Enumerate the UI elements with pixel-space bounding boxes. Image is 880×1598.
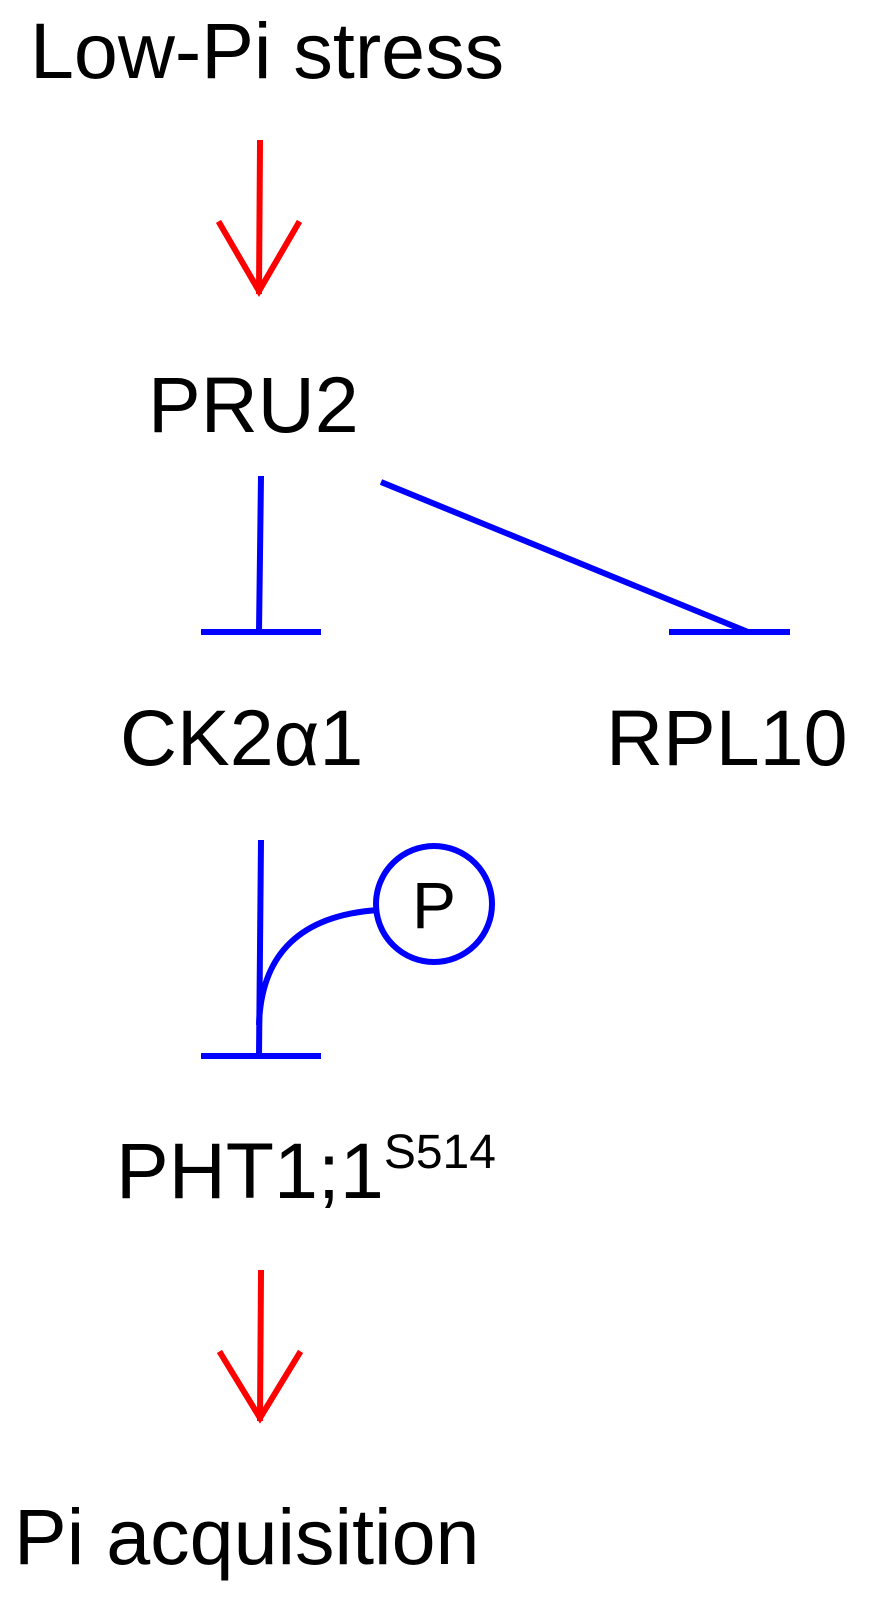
arrow-head-icon — [216, 1349, 304, 1424]
edge-activation-stress-to-pru2 — [215, 139, 303, 297]
arrow-shaft — [256, 1269, 265, 1422]
phosphate-circle-icon — [373, 843, 495, 965]
edge-activation-pht1-to-pi-acquisition — [216, 1269, 304, 1424]
pht1-site-superscript: S514 — [384, 1126, 496, 1179]
phospho-connector — [256, 907, 379, 1026]
edge-inhibition-pru2-to-ck2a1 — [201, 475, 321, 635]
node-rpl10: RPL10 — [606, 693, 848, 782]
node-pi-acquisition: Pi acquisition — [14, 1492, 479, 1581]
node-pru2: PRU2 — [148, 360, 359, 449]
inhibition-shaft — [256, 475, 264, 633]
edge-inhibition-pru2-to-rpl10 — [379, 479, 790, 635]
arrow-shaft — [255, 139, 264, 295]
node-pht1: PHT1;1S514 — [116, 1126, 496, 1215]
edge-phosphorylation-ck2a1-to-pht1 — [201, 839, 495, 1059]
node-ck2a1: CK2α1 — [120, 693, 363, 782]
pht1-name: PHT1;1 — [116, 1126, 384, 1215]
node-low-pi-stress: Low-Pi stress — [30, 6, 504, 95]
phosphate-label: P — [412, 868, 456, 942]
inhibition-shaft — [379, 479, 750, 635]
arrow-head-icon — [215, 219, 303, 297]
